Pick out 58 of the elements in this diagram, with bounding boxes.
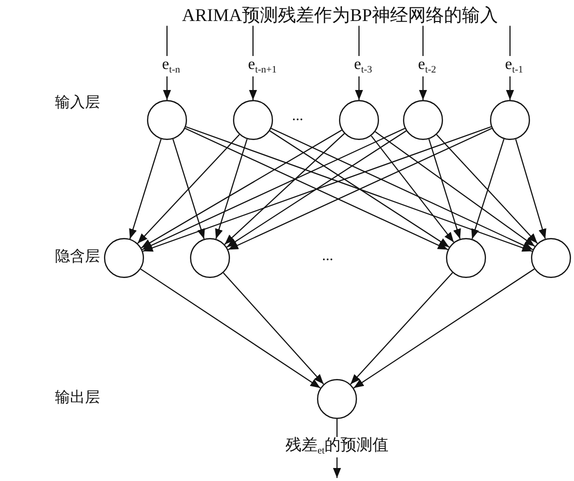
arrow [353, 268, 535, 388]
input-label: e$_{t-3}$ [354, 56, 372, 76]
connector-line [166, 26, 168, 56]
arrow [370, 135, 454, 243]
arrow [515, 139, 546, 239]
connector-line [252, 26, 254, 56]
arrow [172, 138, 205, 240]
arrow [224, 133, 345, 245]
arrow [184, 128, 448, 250]
neuron-circle [104, 238, 144, 278]
neuron-circle [446, 238, 486, 278]
arrow [142, 128, 406, 250]
ellipsis: ... [292, 108, 304, 124]
arrow [333, 457, 341, 478]
neuron-circle [190, 238, 230, 278]
layer-label: 隐含层 [55, 249, 100, 266]
arrow [270, 128, 534, 250]
connector-line [358, 26, 360, 56]
arrow [186, 126, 532, 252]
arrow [140, 268, 321, 388]
ellipsis: ... [322, 248, 334, 264]
input-label: e$_{t-2}$ [418, 56, 436, 76]
arrow [269, 130, 450, 248]
arrow [471, 138, 504, 240]
arrow [140, 130, 342, 248]
neuron-circle [317, 379, 357, 419]
neuron-circle [233, 100, 273, 140]
input-label: e$_{t-n+1}$ [248, 56, 277, 76]
arrow [374, 131, 536, 247]
arrow [215, 138, 248, 240]
layer-label: 输出层 [55, 390, 100, 406]
arrow [350, 272, 453, 385]
arrow [419, 76, 427, 100]
neuron-circle [403, 100, 443, 140]
arrow [163, 76, 171, 100]
neuron-circle [339, 100, 379, 140]
arrow [355, 76, 363, 100]
arrow [436, 134, 538, 244]
neuron-circle [147, 100, 187, 140]
arrow [142, 126, 492, 252]
layer-label: 输入层 [55, 95, 100, 112]
arrow [506, 76, 514, 100]
arrow [137, 134, 240, 244]
input-label: e$_{t-n}$ [162, 56, 180, 76]
output-label: 残差$_{et}$的预测值 [286, 437, 389, 458]
connector-line [422, 26, 424, 56]
connector-line [336, 419, 338, 437]
neuron-circle [490, 100, 530, 140]
arrow [428, 138, 461, 240]
arrow [222, 272, 324, 384]
arrow [129, 138, 162, 240]
arrow [226, 130, 407, 248]
connector-line [509, 26, 511, 56]
arrow [228, 128, 492, 250]
input-label: e$_{t-1}$ [505, 56, 524, 76]
title-text: ARIMA预测残差作为BP神经网络的输入 [182, 6, 498, 26]
neuron-circle [531, 238, 571, 278]
arrow [249, 76, 257, 100]
